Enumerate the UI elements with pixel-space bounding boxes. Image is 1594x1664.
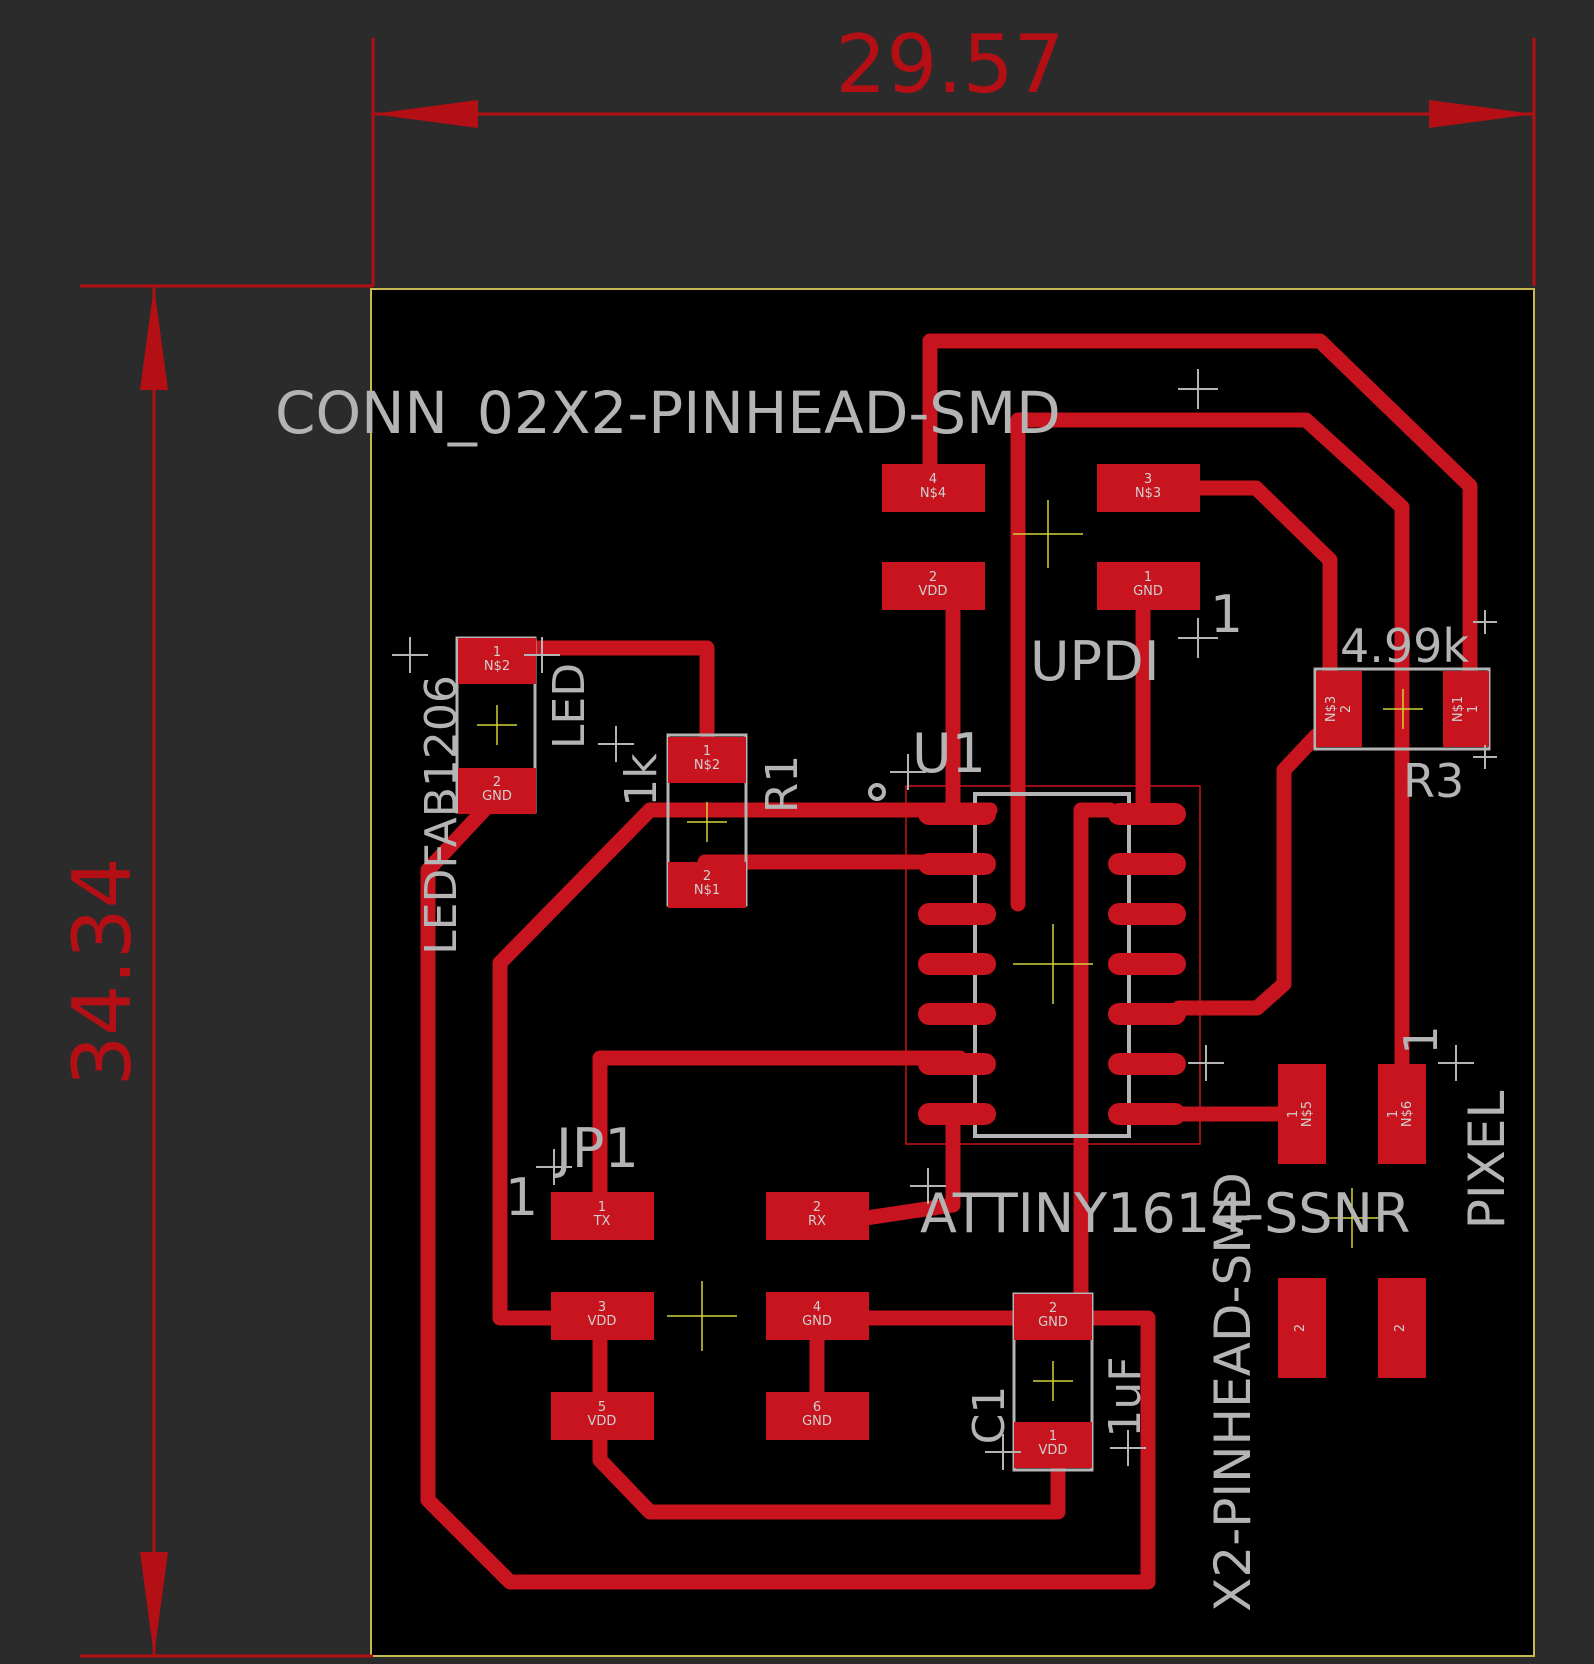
pad-label-net: GND	[802, 1314, 832, 1329]
pad-label-num: 6	[813, 1400, 821, 1415]
label-r3: R3	[1403, 754, 1464, 808]
pad-r1-2	[668, 862, 746, 908]
pad-label-net: VDD	[588, 1414, 617, 1429]
dimension-height	[80, 284, 373, 1658]
label-pixel: PIXEL	[1458, 1091, 1516, 1230]
pad-label-num: 3	[1144, 472, 1152, 487]
pad-jp1-1	[551, 1192, 654, 1240]
u1-pin1-marker	[868, 783, 886, 801]
pad-label-net: N$4	[920, 486, 946, 501]
pad-label-num: 1	[703, 744, 711, 759]
pad-label-net: GND	[482, 789, 512, 804]
pad-label-num: 4	[929, 472, 937, 487]
pad-label-net: N$2	[484, 659, 510, 674]
pad-jp1-3	[551, 1292, 654, 1340]
pad-label-num: 1	[1049, 1429, 1057, 1444]
pad-r3-1	[1316, 671, 1362, 747]
dimension-height-label: 34.34	[56, 857, 149, 1086]
label-r1-value: 1k	[616, 753, 667, 807]
u1-bounding	[905, 785, 1201, 1145]
label-conn-header: CONN_02X2-PINHEAD-SMD	[275, 379, 1061, 447]
pad-r3-2	[1443, 671, 1489, 747]
pad-label-num: 1	[1386, 1110, 1401, 1118]
label-r1: R1	[757, 755, 808, 814]
pad-label-num: 2	[493, 775, 501, 790]
label-ledfab: LEDFAB1206	[416, 675, 467, 955]
u1-pins	[918, 803, 1186, 1125]
pad-label-net: VDD	[588, 1314, 617, 1329]
pad-c1-1	[1014, 1422, 1092, 1468]
pad-label-num: 2	[1293, 1324, 1308, 1332]
pad-pixel-4	[1378, 1278, 1426, 1378]
pad-pixel-3	[1278, 1278, 1326, 1378]
label-x2-pinhead: X2-PINHEAD-SMD	[1204, 1172, 1262, 1612]
pad-label-num: 2	[1049, 1301, 1057, 1316]
label-updi-pin1: 1	[1210, 585, 1243, 645]
pad-label-num: 1	[493, 645, 501, 660]
pad-jp1-5	[551, 1392, 654, 1440]
pad-label-net: TX	[593, 1214, 611, 1229]
pad-pixel-1	[1278, 1064, 1326, 1164]
pad-label-net: N$3	[1135, 486, 1161, 501]
pad-label-net: VDD	[919, 584, 948, 599]
pads	[458, 464, 1489, 1468]
pad-pixel-2	[1378, 1064, 1426, 1164]
pad-label-num: 2	[929, 570, 937, 585]
pad-label-net: GND	[1133, 584, 1163, 599]
label-c1: C1	[964, 1386, 1015, 1445]
pad-label-num: 2	[1393, 1324, 1408, 1332]
pad-label-num: 2	[1339, 705, 1354, 713]
origin-crosses	[477, 500, 1423, 1401]
label-pixel-pin1: 1	[1394, 1025, 1448, 1054]
pad-label-num: 2	[813, 1200, 821, 1215]
pad-r1-1	[668, 737, 746, 783]
pad-jp1-2	[766, 1192, 869, 1240]
pad-led-1	[458, 638, 536, 684]
label-r3-value: 4.99k	[1340, 619, 1469, 673]
pad-label-num: 3	[598, 1300, 606, 1315]
label-updi: UPDI	[1030, 630, 1160, 693]
pad-label-net: N$5	[1300, 1101, 1315, 1127]
pad-jp1-4	[766, 1292, 869, 1340]
label-c1-value: 1uF	[1100, 1356, 1151, 1437]
pad-jp1-6	[766, 1392, 869, 1440]
pad-updi-4	[882, 464, 985, 512]
pad-label-num: 1	[1286, 1110, 1301, 1118]
pad-label-num: 1	[1466, 705, 1481, 713]
dimension-width-label: 29.57	[835, 18, 1064, 111]
pad-c1-2	[1014, 1294, 1092, 1340]
pad-label-num: 2	[703, 869, 711, 884]
pad-label-num: 1	[1144, 570, 1152, 585]
label-led: LED	[544, 663, 595, 749]
pad-label-num: 4	[813, 1300, 821, 1315]
dimension-width	[371, 38, 1536, 286]
pad-label-net: VDD	[1039, 1443, 1068, 1458]
label-attiny: ATTINY1614-SSNR	[920, 1182, 1410, 1245]
pad-label-net: N$1	[1451, 696, 1466, 722]
pad-label-net: RX	[808, 1214, 826, 1229]
pad-updi-2	[882, 562, 985, 610]
pad-led-2	[458, 768, 536, 814]
label-u1: U1	[912, 722, 986, 785]
label-jp1-pin1: 1	[505, 1168, 538, 1228]
pad-updi-3	[1097, 464, 1200, 512]
label-jp1: JP1	[553, 1117, 639, 1180]
pad-label-net: N$3	[1324, 696, 1339, 722]
pad-label-num: 5	[598, 1400, 606, 1415]
pad-label-net: GND	[802, 1414, 832, 1429]
pad-label-net: N$1	[694, 883, 720, 898]
pad-label-num: 1	[598, 1200, 606, 1215]
silk-crosses	[392, 369, 1497, 1470]
pad-label-net: N$2	[694, 758, 720, 773]
pad-updi-1	[1097, 562, 1200, 610]
pad-label-net: N$6	[1400, 1101, 1415, 1127]
pad-label-net: GND	[1038, 1315, 1068, 1330]
